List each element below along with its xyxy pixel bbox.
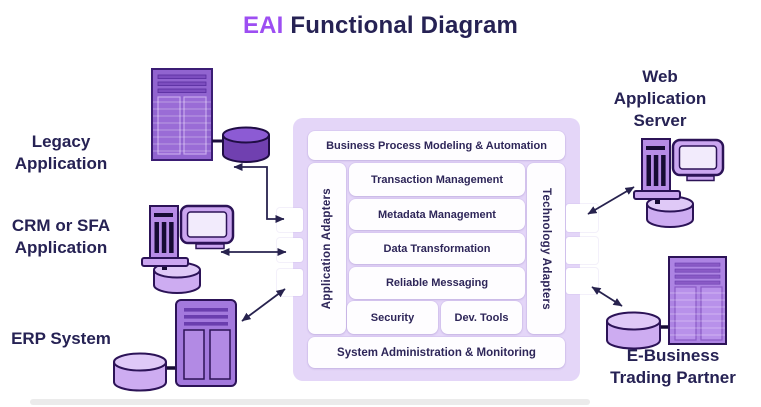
crm-sfa-application-label: CRM or SFA Application: [0, 215, 122, 259]
label-line: Legacy: [31, 132, 91, 151]
erp-database-icon: [113, 352, 167, 392]
label-line: Application: [14, 238, 108, 257]
right-connector-stub-2: [566, 237, 598, 264]
erp-server-icon: [175, 299, 237, 387]
business-process-modeling-card: Business Process Modeling & Automation: [308, 131, 565, 160]
ebusiness-mainframe-icon: [668, 256, 727, 345]
page-title: EAI Functional Diagram: [0, 12, 761, 40]
application-adapters-column: Application Adapters: [308, 163, 346, 334]
crm-server-icon: [141, 205, 189, 270]
ebusiness-database-icon: [606, 311, 661, 350]
reliable-messaging-card: Reliable Messaging: [349, 267, 525, 299]
data-transformation-card: Data Transformation: [349, 233, 525, 264]
metadata-management-card: Metadata Management: [349, 199, 525, 230]
web-database-icon: [646, 195, 694, 229]
label-line: Application: [613, 89, 707, 108]
right-connector-stub-3: [566, 268, 598, 294]
page-title-rest: Functional Diagram: [283, 12, 519, 39]
transaction-management-card: Transaction Management: [349, 163, 525, 196]
right-connector-stub-1: [566, 204, 598, 232]
legacy-database-icon: [222, 126, 270, 164]
ebusiness-trading-partner-label: E-Business Trading Partner: [585, 345, 761, 389]
left-connector-stub-2: [277, 238, 303, 262]
label-line: ERP System: [11, 329, 111, 348]
ebusiness-trading-partner-icon: [606, 256, 727, 350]
web-application-server-icon: [633, 138, 725, 229]
left-connector-stub-1: [277, 208, 303, 232]
web-server-icon: [633, 138, 681, 204]
technology-adapters-text: Technology Adapters: [540, 187, 552, 310]
dev-tools-card: Dev. Tools: [441, 301, 522, 334]
application-adapters-text: Application Adapters: [321, 187, 333, 310]
label-line: E-Business: [626, 346, 720, 365]
label-line: Server: [633, 111, 687, 130]
label-line: CRM or SFA: [11, 216, 111, 235]
web-monitor-icon: [671, 138, 725, 182]
erp-system-icon: [113, 299, 237, 392]
legacy-application-label: Legacy Application: [0, 131, 122, 175]
crm-sfa-application-icon: [141, 204, 235, 295]
security-card: Security: [347, 301, 438, 334]
legacy-mainframe-icon: [151, 68, 213, 161]
page-title-accent: EAI: [242, 12, 284, 39]
erp-system-label: ERP System: [0, 328, 122, 350]
system-administration-card: System Administration & Monitoring: [308, 337, 565, 368]
web-application-server-label: Web Application Server: [587, 66, 733, 132]
crm-database-icon: [153, 261, 201, 295]
label-line: Application: [14, 154, 108, 173]
legacy-application-icon: [151, 68, 270, 164]
label-line: Web: [642, 67, 678, 86]
technology-adapters-column: Technology Adapters: [527, 163, 565, 334]
bottom-shadow-strip: [30, 399, 590, 405]
left-connector-stub-3: [277, 269, 303, 296]
label-line: Trading Partner: [610, 368, 736, 387]
crm-monitor-icon: [179, 204, 235, 250]
